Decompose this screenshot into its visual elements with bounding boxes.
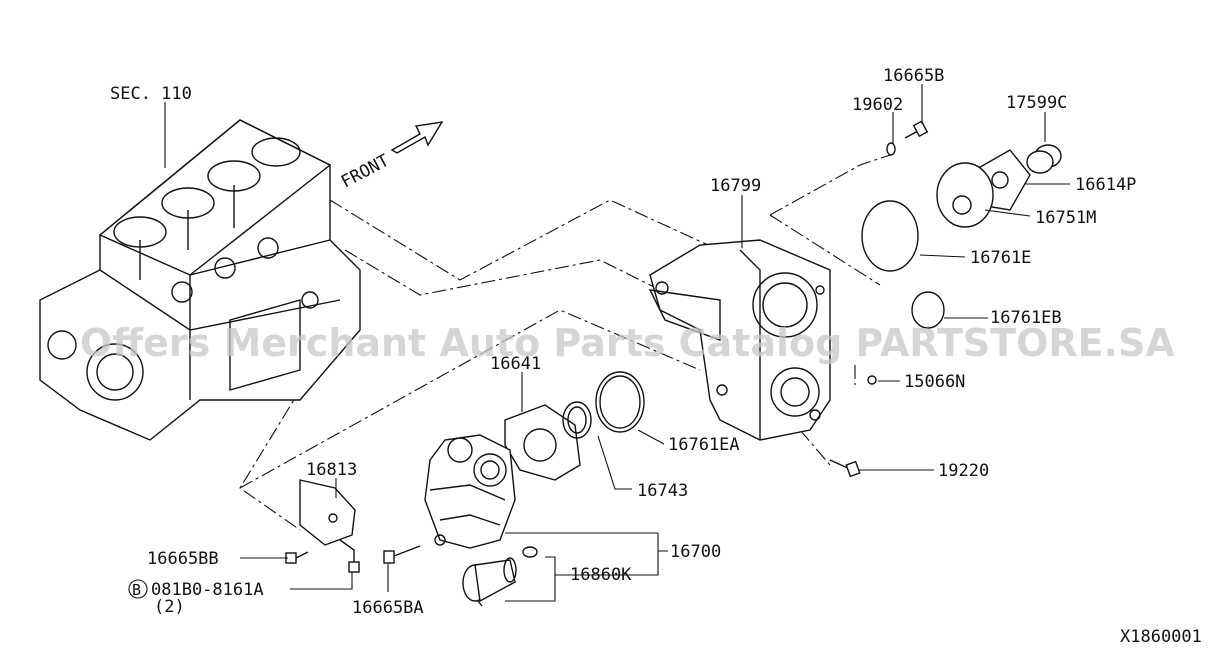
leader-lines (164, 84, 1070, 602)
label-front: FRONT (338, 151, 393, 193)
label-081b0-8161a[interactable]: 081B0-8161A (151, 580, 264, 600)
circle-b-icon (128, 579, 148, 599)
label-16761eb[interactable]: 16761EB (990, 308, 1062, 328)
label-16813[interactable]: 16813 (306, 460, 357, 480)
label-circle-b: B (132, 581, 141, 599)
front-cover (648, 239, 831, 441)
o-ring-16743 (562, 401, 592, 439)
label-19220[interactable]: 19220 (938, 461, 989, 481)
gasket-16761e (861, 200, 919, 272)
label-16665ba[interactable]: 16665BA (352, 598, 424, 618)
label-16751m[interactable]: 16751M (1035, 208, 1096, 228)
label-16743[interactable]: 16743 (637, 481, 688, 501)
label-16799[interactable]: 16799 (710, 176, 761, 196)
label-sec-110[interactable]: SEC. 110 (110, 84, 192, 104)
front-arrow (390, 121, 444, 154)
label-16761ea[interactable]: 16761EA (668, 435, 740, 455)
label-17599c[interactable]: 17599C (1006, 93, 1067, 113)
adaptor-16641 (504, 404, 581, 481)
label-16614p[interactable]: 16614P (1075, 175, 1136, 195)
o-ring-16761ea (595, 371, 645, 433)
injection-pump-16700 (424, 434, 516, 549)
label-quantity: (2) (154, 597, 185, 617)
label-16665bb[interactable]: 16665BB (147, 549, 219, 569)
label-16761e[interactable]: 16761E (970, 248, 1031, 268)
label-16641[interactable]: 16641 (490, 354, 541, 374)
label-16665b[interactable]: 16665B (883, 66, 944, 86)
diagram-code: X1860001 (1120, 627, 1202, 647)
bolt-16665ba (383, 545, 421, 564)
bushing-17599c (1026, 144, 1062, 174)
engine-block (39, 119, 361, 441)
washer-19602 (886, 142, 896, 156)
bolt-081b0 (339, 539, 360, 573)
label-15066n[interactable]: 15066N (904, 372, 965, 392)
hub-16751m (936, 162, 994, 228)
bolt-15066n (867, 375, 877, 385)
solenoid-16860k (462, 546, 538, 607)
label-19602[interactable]: 19602 (852, 95, 903, 115)
label-16700[interactable]: 16700 (670, 542, 721, 562)
bolt-16665b (904, 120, 929, 139)
watermark: Offers Merchant Auto Parts Catalog PARTS… (80, 321, 1175, 365)
bolt-19220 (829, 459, 861, 478)
gasket-16761eb (911, 291, 945, 329)
bracket-16813 (299, 479, 356, 546)
bolt-16665bb (285, 551, 309, 564)
label-16860k[interactable]: 16860K (570, 565, 632, 585)
